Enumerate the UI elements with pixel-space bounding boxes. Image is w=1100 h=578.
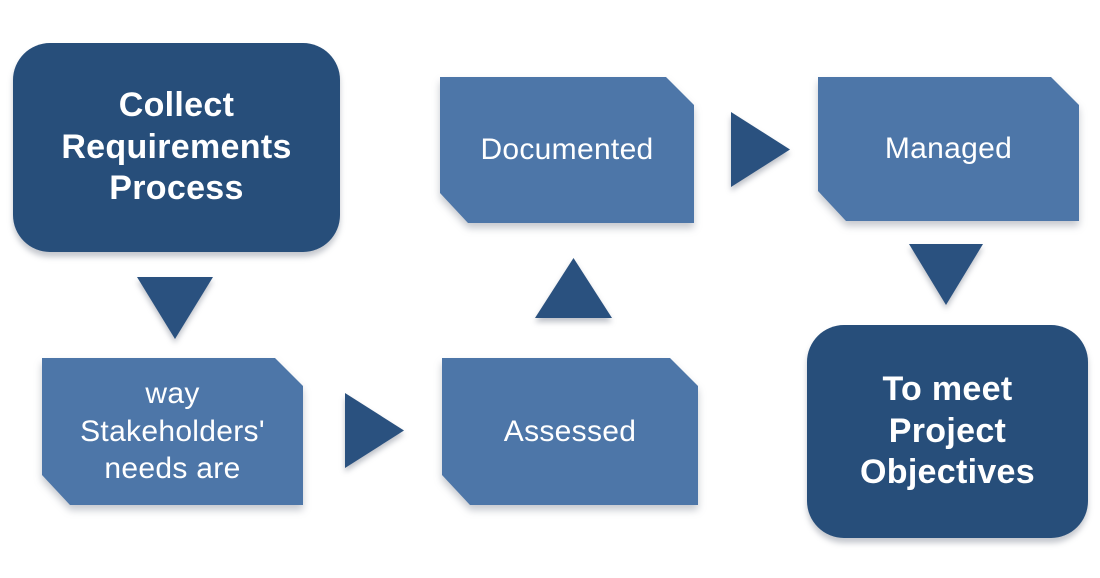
node-label-assessed: Assessed: [503, 414, 637, 448]
node-assessed: Assessed: [442, 358, 698, 505]
node-managed: Managed: [818, 77, 1079, 221]
node-stakeholders-needs: way Stakeholders' needs are: [42, 358, 303, 505]
node-label-to-meet-project-objectives: To meet Project Objectives: [860, 370, 1035, 492]
flow-arrow-down-icon: [909, 244, 983, 305]
node-label-documented: Documented: [480, 133, 654, 167]
node-to-meet-project-objectives: To meet Project Objectives: [807, 325, 1088, 538]
node-assessed-wrap: Assessed: [442, 358, 698, 505]
node-documented-wrap: Documented: [440, 77, 694, 223]
node-label-collect-requirements-process: Collect Requirements Process: [61, 86, 292, 208]
flow-arrow-right-icon: [731, 112, 790, 187]
flow-arrow-up-icon: [535, 258, 612, 318]
node-stakeholders-needs-wrap: way Stakeholders' needs are: [42, 358, 303, 505]
node-label-managed: Managed: [884, 132, 1013, 166]
node-collect-requirements-process: Collect Requirements Process: [13, 43, 340, 252]
flow-arrow-down-icon: [137, 277, 213, 339]
node-managed-wrap: Managed: [818, 77, 1079, 221]
node-label-stakeholders-needs: way Stakeholders' needs are: [80, 377, 265, 486]
node-documented: Documented: [440, 77, 694, 223]
flow-arrow-right-icon: [345, 393, 404, 468]
